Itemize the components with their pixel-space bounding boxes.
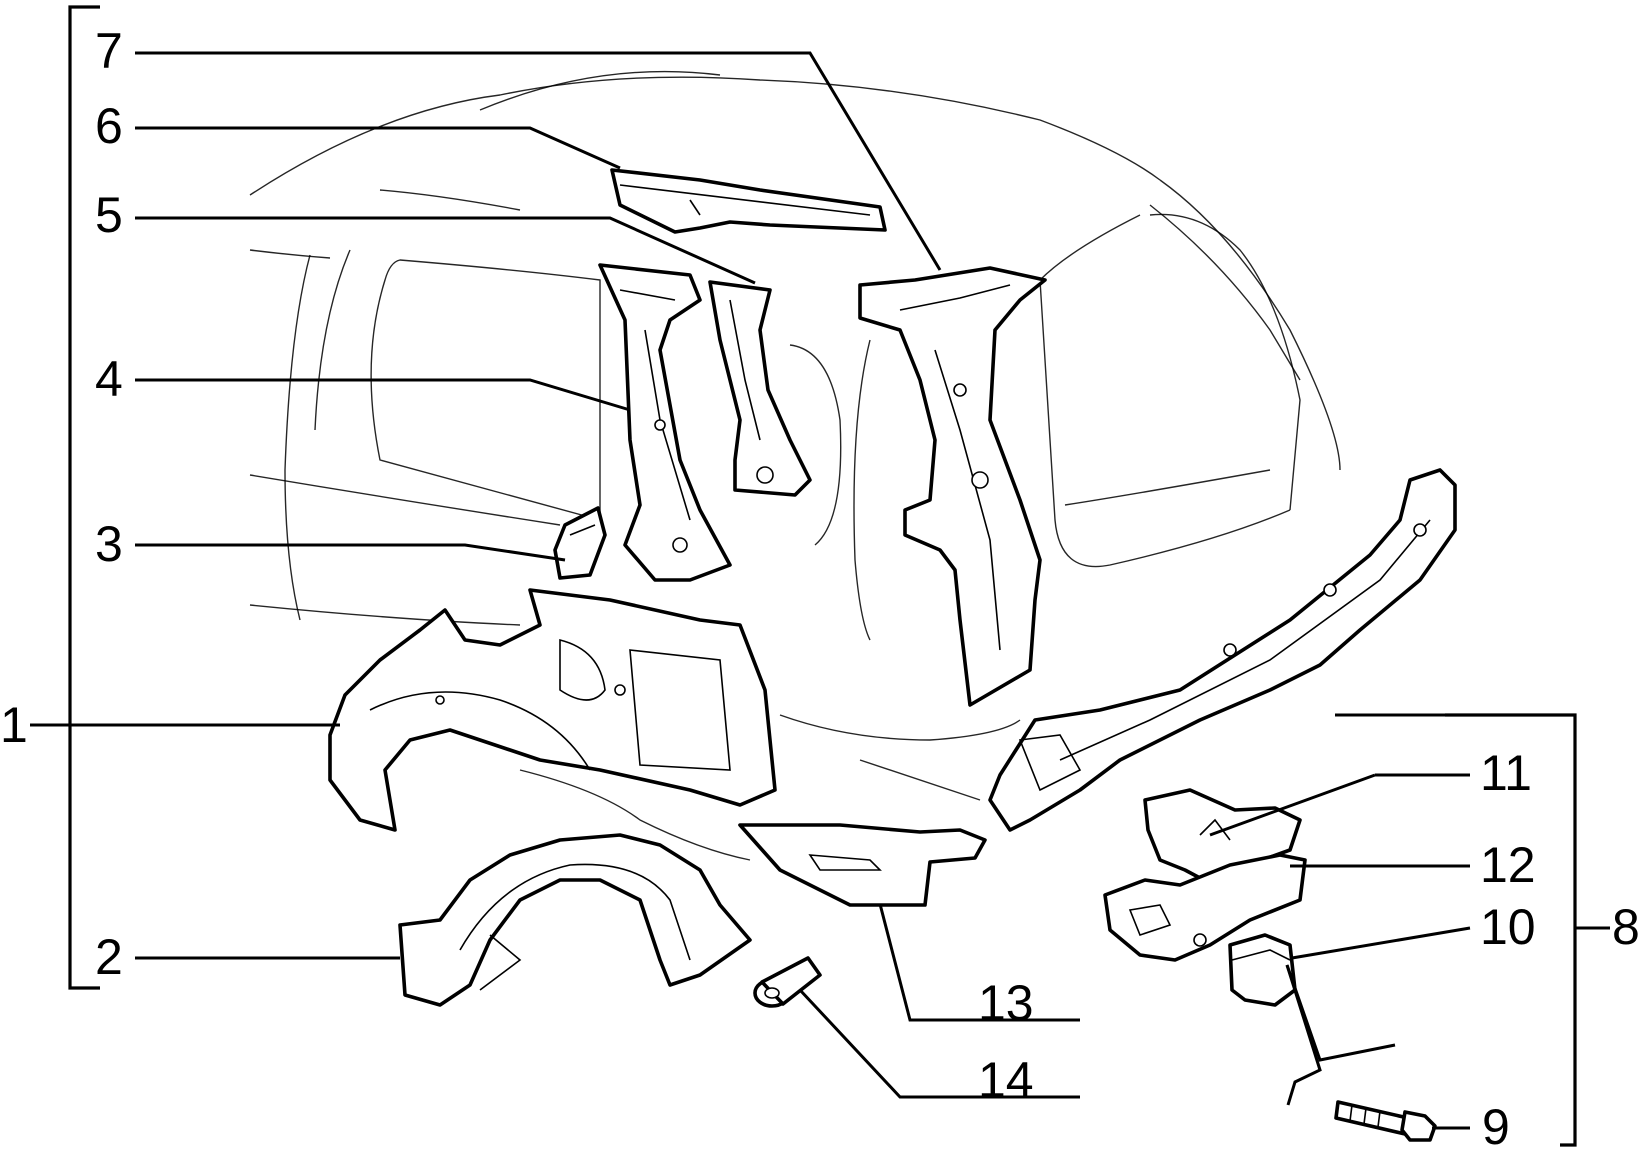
callout-7: 7	[95, 23, 123, 79]
callout-1: 1	[0, 697, 28, 753]
bracket-group-8	[1445, 713, 1610, 1147]
callout-6: 6	[95, 98, 123, 154]
bracket-group-1	[30, 5, 340, 990]
part-12-lower-bracket	[1103, 853, 1307, 962]
part-5-c-pillar-inner	[708, 280, 812, 497]
callout-12: 12	[1480, 837, 1536, 893]
callout-3: 3	[95, 516, 123, 572]
part-1-wheelhouse-outer	[328, 588, 777, 832]
callout-9: 9	[1482, 1099, 1510, 1153]
callout-13: 13	[978, 975, 1034, 1031]
part-3-small-bracket	[553, 506, 607, 580]
callout-2: 2	[95, 929, 123, 985]
part-9-bolt	[1334, 1100, 1437, 1142]
part-6-roof-rail	[610, 168, 887, 234]
part-10-rubber-mount	[1228, 933, 1297, 1007]
callout-11: 11	[1480, 745, 1532, 801]
callout-labels: 7 6 5 4 3 1 2 13 14 11 12 10 8 9	[0, 23, 1640, 1153]
part-14-plug	[753, 956, 822, 1008]
part-4-c-pillar-outer	[598, 263, 732, 582]
part-13-closing-plate	[738, 823, 987, 907]
part-8-rear-crossmember	[988, 468, 1457, 832]
callout-5: 5	[95, 187, 123, 243]
callout-14: 14	[978, 1052, 1034, 1108]
callout-8: 8	[1612, 899, 1640, 955]
part-2-wheelhouse-inner	[398, 833, 752, 1007]
callout-4: 4	[95, 351, 123, 407]
part-7-d-pillar	[858, 266, 1047, 707]
callout-10: 10	[1480, 899, 1536, 955]
leader-lines	[135, 51, 1471, 1130]
car-body-outline	[249, 70, 1341, 861]
